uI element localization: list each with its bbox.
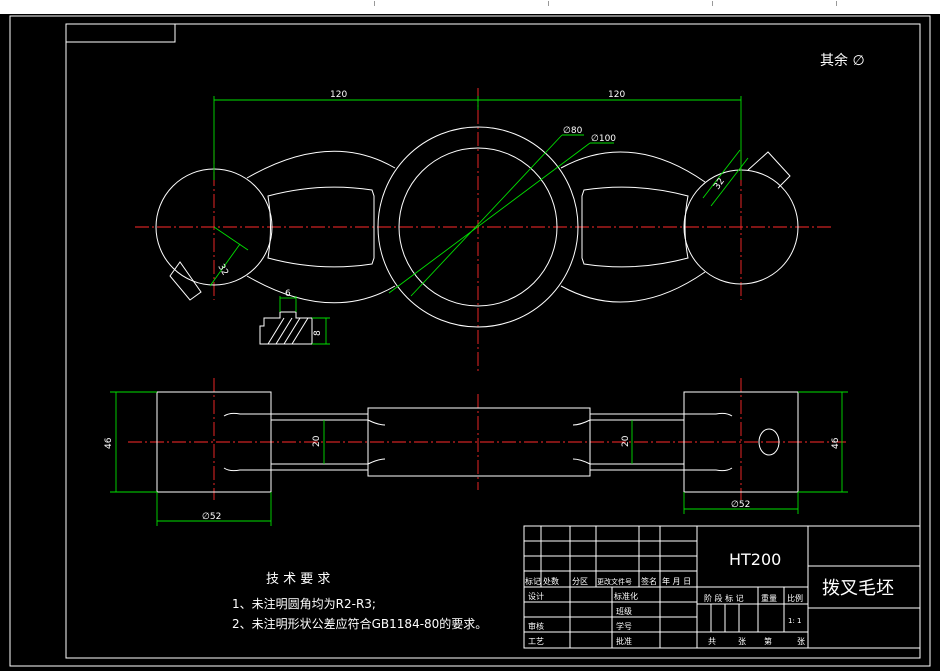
central-hub-outer-circle	[377, 126, 579, 328]
dim-text-r32-left: 32	[215, 263, 229, 278]
tb-material: HT200	[729, 550, 781, 569]
dim-text-phi80: ∅80	[563, 126, 583, 136]
tb-hdr-zone: 分区	[572, 577, 588, 586]
hub-fillet	[367, 458, 386, 465]
dim-text-46-right: 46	[831, 437, 841, 449]
tb-standard: 标准化	[614, 591, 638, 601]
left-arm-bottom-outline	[246, 275, 396, 304]
right-arm-bottom-outline	[560, 271, 706, 303]
dim-text-phi100: ∅100	[591, 134, 616, 144]
dim-text-phi52-left: ∅52	[202, 512, 221, 522]
window-top-strip	[0, 0, 940, 14]
section-hatch	[275, 317, 293, 345]
dim-text-20-right: 20	[621, 435, 631, 447]
dim-text-phi52-right: ∅52	[731, 500, 750, 510]
hub-front	[367, 407, 591, 477]
hub-fillet	[572, 419, 591, 426]
central-hub-inner-circle	[398, 147, 558, 307]
tb-hdr-docno: 更改文件号	[597, 577, 632, 586]
section-hatch	[283, 317, 301, 345]
right-arm-web-top	[590, 412, 733, 417]
left-arm-pocket	[267, 186, 375, 268]
right-arm-pocket	[581, 186, 689, 268]
dim-leader-phi80	[410, 134, 563, 297]
dim-r32-right-ext	[702, 149, 741, 199]
dim-text-120-left: 120	[330, 90, 347, 100]
hub-fillet	[367, 419, 386, 426]
tech-title: 技 术 要 求	[266, 572, 330, 587]
tb-proofread: 班级	[616, 606, 632, 616]
left-arm-web-top	[223, 412, 368, 417]
strip-tick	[836, 1, 837, 6]
dim-text-rib-8: 8	[313, 330, 323, 336]
surface-finish-note: 其余 ∅	[820, 52, 865, 69]
dim-r32-right	[710, 157, 749, 207]
tb-stage-mark: 阶 段 标 记	[704, 593, 744, 603]
tb-total: 共	[708, 637, 716, 646]
inner-border	[65, 23, 921, 659]
technical-requirements: 技 术 要 求 1、未注明圆角均为R2-R3; 2、未注明形状公差应符合GB11…	[232, 572, 487, 631]
section-hatch	[291, 317, 309, 345]
strip-tick	[712, 1, 713, 6]
top-view	[135, 88, 832, 372]
tb-weight: 重量	[761, 593, 777, 603]
right-arm-top-outline	[560, 151, 706, 183]
tb-sheet: 张	[797, 637, 805, 646]
tb-process: 工艺	[528, 637, 544, 646]
outer-border	[9, 15, 931, 667]
tech-line-1: 1、未注明圆角均为R2-R3;	[232, 596, 376, 611]
front-view-dimensions: 46 46 20 20 ∅52 ∅52	[104, 391, 848, 526]
dim-text-120-right: 120	[608, 90, 625, 100]
tb-stu-no: 学号	[616, 621, 632, 631]
top-view-dimensions: 120 120 ∅80 ∅100 32 32 6 8	[209, 90, 749, 345]
left-arm-web-bottom	[223, 467, 368, 472]
dim-r32-left	[209, 243, 241, 287]
left-arm-top-outline	[246, 150, 396, 179]
left-boss-front	[156, 391, 272, 493]
dim-leader-phi100	[388, 142, 591, 294]
pin-hole	[758, 428, 780, 456]
tb-hdr-sign: 签名	[641, 576, 657, 586]
tb-scale-val: 1: 1	[788, 617, 802, 625]
tb-page: 第	[764, 636, 772, 646]
strip-tick	[374, 1, 375, 6]
tb-scale: 比例	[787, 593, 803, 603]
strip-tick	[548, 1, 549, 6]
dim-text-r32-right: 32	[712, 177, 727, 192]
title-block: 标记 处数 分区 更改文件号 签名 年 月 日 设计 标准化 班级 审核 学号 …	[523, 525, 921, 649]
tb-hdr-date: 年 月 日	[662, 576, 691, 586]
tb-hdr-mark: 标记	[525, 576, 541, 586]
corner-label-box	[65, 23, 176, 43]
tb-design: 设计	[528, 591, 544, 601]
dim-text-20-left: 20	[312, 435, 322, 447]
dim-text-46-left: 46	[104, 437, 114, 449]
left-boss-tab	[169, 261, 202, 301]
section-hatch	[267, 317, 285, 345]
tb-hdr-count: 处数	[543, 576, 559, 586]
right-arm-web-bottom	[590, 467, 733, 472]
hub-fillet	[572, 458, 591, 465]
dim-text-rib-6: 6	[285, 289, 291, 299]
tech-line-2: 2、未注明形状公差应符合GB1184-80的要求。	[232, 616, 487, 631]
tb-sheets: 张	[738, 637, 746, 646]
tb-check: 审核	[528, 621, 544, 631]
tb-approve: 批准	[616, 636, 632, 646]
dim-r32-left-ext	[213, 226, 249, 251]
front-view	[128, 378, 848, 500]
tb-part-name: 拨叉毛坯	[822, 578, 894, 599]
right-boss-front	[683, 391, 799, 493]
right-boss-tab	[747, 151, 791, 189]
